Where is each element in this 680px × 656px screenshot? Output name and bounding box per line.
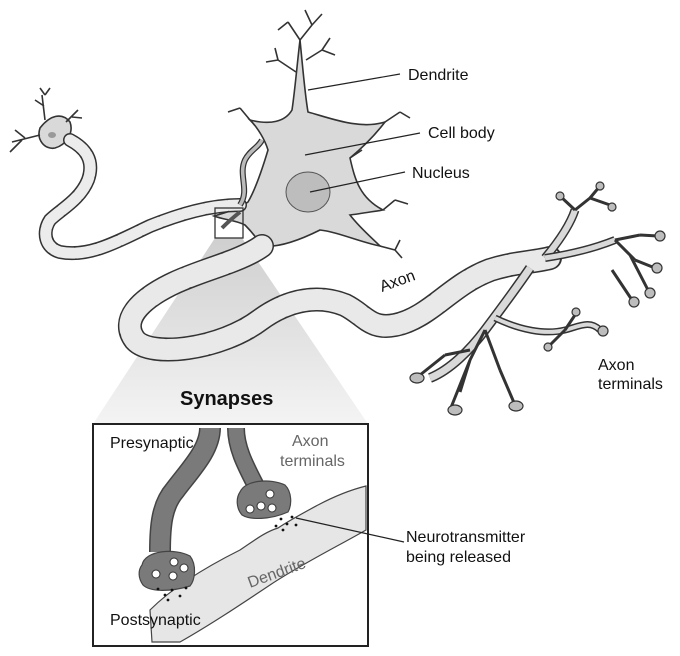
nucleus-leader [309,171,406,193]
nucleus [285,171,331,213]
nucleus-label: Nucleus [412,165,470,182]
cell-body-label: Cell body [428,125,495,142]
neurotransmitter-label-line1: Neurotransmitter [406,529,526,546]
axon-terminals [419,185,659,411]
axon-label: Axon [378,267,418,295]
upper-terminal [236,480,292,519]
inset-dendrite-shape [149,485,367,643]
synapses-title: Synapses [180,388,273,410]
lower-terminal [138,550,196,591]
incoming-terminal [214,138,265,239]
inset-axon-terminals-line1: Axon [292,433,328,450]
postsynaptic-label: Postsynaptic [110,612,201,629]
synapse-inset: Presynaptic Axon terminals Dendrite Post… [92,423,405,647]
neurotransmitter-leader [295,517,405,543]
neurotransmitter-label-line2: being released [406,549,511,566]
dendrite-label: Dendrite [408,67,469,84]
neurotransmitter-dots [156,515,298,602]
presynaptic-label: Presynaptic [110,435,194,452]
dendrite-leader [307,73,401,91]
main-axon [118,234,562,362]
cell-body-leader [304,132,421,156]
terminal-knobs [409,181,666,416]
axon-terminals-label-line1: Axon [598,357,634,374]
axon-terminals-label-line2: terminals [598,376,663,393]
inset-axon-terminals-line2: terminals [280,453,345,470]
cell-body [211,9,411,259]
zoom-box [214,207,244,239]
left-axon [38,133,247,261]
